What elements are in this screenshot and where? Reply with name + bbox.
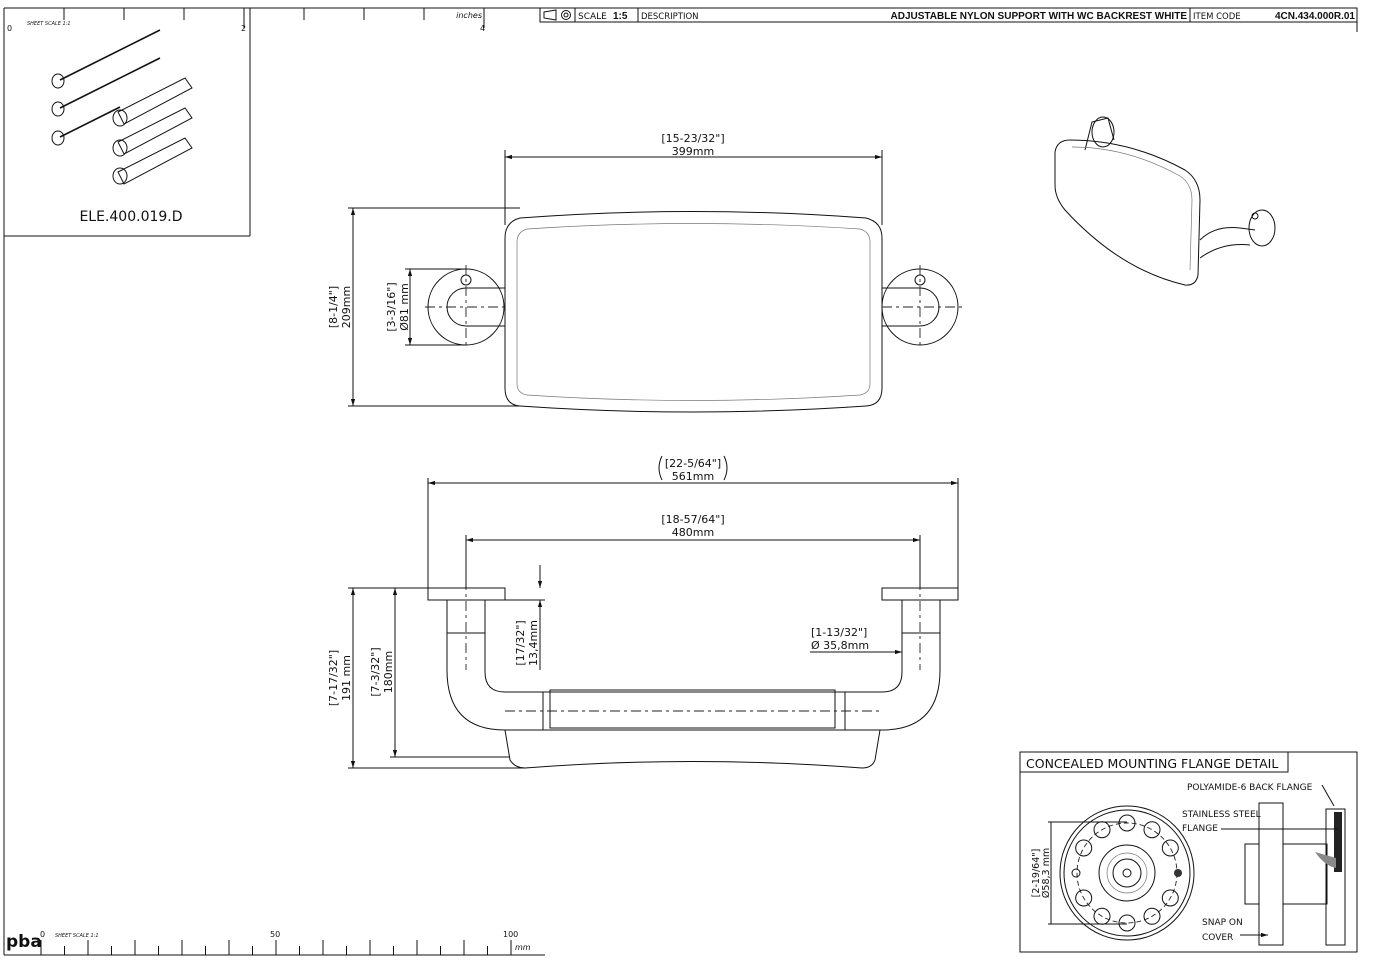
wall-anchor-icon: [112, 77, 193, 185]
dim-offset-in: [17/32"]: [514, 620, 527, 665]
dim-height-mm: 209mm: [340, 286, 353, 328]
callout-back-flange: POLYAMIDE-6 BACK FLANGE: [1187, 783, 1313, 793]
detail-dia-in: [2-19/64"]: [1031, 849, 1042, 898]
inch-scale-note: SHEET SCALE 1:1: [27, 21, 71, 27]
mm-scale-note: SHEET SCALE 1:1: [55, 933, 99, 939]
dim-height-in: [7-3/32"]: [369, 647, 382, 696]
dim-centers-mm: 480mm: [672, 526, 714, 539]
callout-cover-line1: SNAP ON: [1202, 918, 1243, 928]
dim-centers-in: [18-57/64"]: [661, 513, 724, 526]
flange-hole: [1075, 889, 1093, 907]
dim-height-mm: 180mm: [382, 651, 395, 693]
flange-hole: [1161, 889, 1179, 907]
top-view: [15-23/32"] 399mm [8-1/4"] 209mm [3-3/16…: [327, 132, 962, 413]
inch-tick-label: 4: [480, 24, 485, 33]
item-code-label: ITEM CODE: [1193, 12, 1241, 22]
inch-ruler: 0 2 4 SHEET SCALE 1:1 inches: [7, 8, 485, 33]
mm-tick-label: 100: [503, 930, 518, 939]
dim-width-mm: 399mm: [672, 145, 714, 158]
mm-tick-label: 0: [40, 930, 45, 939]
dim-tube-mm: Ø 35,8mm: [811, 639, 869, 652]
description-value: ADJUSTABLE NYLON SUPPORT WITH WC BACKRES…: [891, 11, 1188, 22]
flange-hole: [1161, 839, 1179, 857]
flange-hole: [1075, 839, 1093, 857]
dim-width-in: [15-23/32"]: [661, 132, 724, 145]
scale-label: SCALE: [578, 12, 607, 22]
dim-flange-in: [3-3/16"]: [385, 282, 398, 331]
flange-hole: [1143, 907, 1161, 925]
callout-cover-line2: COVER: [1202, 933, 1233, 943]
dim-overall-in: [22-5/64"]: [665, 457, 721, 470]
detail-title: CONCEALED MOUNTING FLANGE DETAIL: [1026, 756, 1278, 771]
title-block: SCALE 1:5 DESCRIPTION ADJUSTABLE NYLON S…: [539, 7, 1358, 23]
mm-ruler: 0 50 100 SHEET SCALE 1:1 mm: [40, 930, 531, 955]
flange-detail: CONCEALED MOUNTING FLANGE DETAIL [2-19/6…: [1019, 751, 1358, 953]
dim-height-in: [8-1/4"]: [327, 286, 340, 328]
inch-tick-label: 0: [7, 24, 12, 33]
scale-value: 1:5: [613, 11, 628, 22]
side-view: [22-5/64"] 561mm [18-57/64"] 480mm [7-17…: [327, 455, 959, 769]
dim-total-height-mm: 191 mm: [340, 655, 353, 701]
fixing-kit-inset: ELE.400.019.D: [4, 8, 251, 237]
screw-icon: [51, 29, 161, 146]
pba-logo: pba: [6, 932, 42, 952]
dim-offset-mm: 13,4mm: [527, 620, 540, 666]
mm-tick-label: 50: [270, 930, 280, 939]
dim-total-height-in: [7-17/32"]: [327, 650, 340, 706]
inch-tick-label: 2: [241, 24, 246, 33]
detail-dia-mm: Ø58,3 mm: [1041, 848, 1052, 898]
flange-hole: [1118, 814, 1136, 832]
projection-symbol-icon: [543, 9, 571, 21]
inset-part-code: ELE.400.019.D: [79, 209, 182, 225]
isometric-view: [1054, 116, 1276, 286]
item-code-value: 4CN.434.000R.01: [1275, 11, 1355, 22]
mm-unit-label: mm: [515, 943, 531, 952]
callout-steel-line2: FLANGE: [1182, 824, 1218, 834]
callout-steel-line1: STAINLESS STEEL: [1182, 810, 1261, 820]
flange-hole: [1143, 821, 1161, 839]
dim-tube-in: [1-13/32"]: [811, 626, 867, 639]
flange-hole: [1118, 914, 1136, 932]
dim-overall-mm: 561mm: [672, 470, 714, 483]
dim-flange-mm: Ø81 mm: [398, 283, 411, 331]
inch-unit-label: inches: [456, 11, 482, 20]
description-label: DESCRIPTION: [641, 12, 699, 22]
